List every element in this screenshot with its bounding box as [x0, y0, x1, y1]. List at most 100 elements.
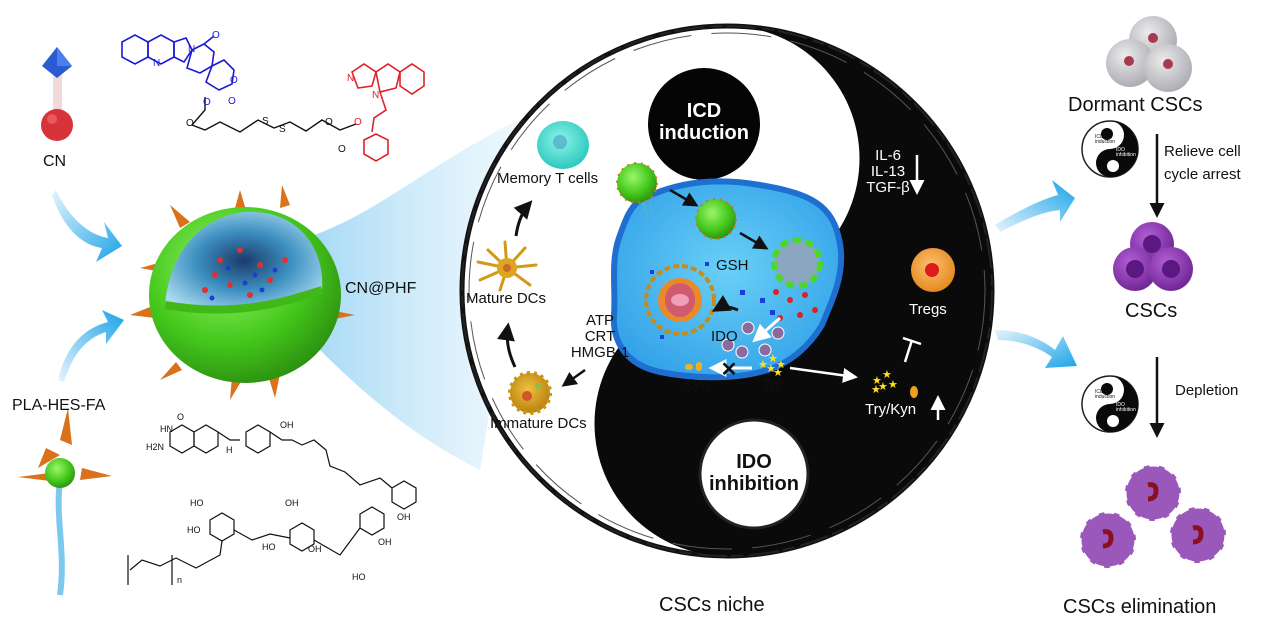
- cytokines-label: IL-6 IL-13 TGF-β: [860, 148, 916, 196]
- try-stars-icon: ★★★★★: [758, 352, 786, 379]
- np-binding-icon: [616, 162, 658, 221]
- cytokine-tgfb: TGF-β: [866, 179, 910, 196]
- mini1-ido-line2: inhibition: [1116, 152, 1136, 158]
- gsh-label: GSH: [716, 257, 749, 274]
- mini1-icd-label: ICD induction: [1095, 135, 1115, 145]
- linker-o1: O: [186, 118, 194, 129]
- camptothecin-n1: N: [153, 58, 161, 69]
- arrow-carrier-to-np-icon: [58, 310, 124, 382]
- niche-title: CSCs niche: [659, 594, 765, 616]
- pla-hes-fa-icon: [18, 408, 112, 596]
- blocked-x-icon: ✕: [721, 359, 738, 381]
- linker-s2: S: [279, 124, 286, 135]
- try-kyn-label: Try/Kyn: [865, 401, 917, 418]
- cytokine-il13: IL-13: [870, 163, 906, 180]
- linker-o2: O: [325, 117, 333, 128]
- arrow-mature-to-memory: [513, 200, 533, 237]
- camptothecin-structure: [121, 34, 235, 91]
- hes-ho3: HO: [262, 542, 276, 552]
- svg-text:★: ★: [872, 374, 882, 387]
- hes-oh1: OH: [285, 498, 299, 508]
- nlg919-structure: [351, 63, 425, 162]
- damp-crt: CRT: [584, 328, 616, 345]
- arrow-to-dormant-icon: [995, 180, 1075, 232]
- ido-enzymes: [721, 321, 785, 359]
- ido-label-line1: IDO: [736, 451, 772, 473]
- mini2-icd-line1: ICD: [1095, 389, 1104, 395]
- svg-text:★: ★: [776, 358, 786, 371]
- camptothecin-o4: O: [203, 97, 211, 108]
- folate-o1: O: [177, 412, 185, 422]
- mini-yin-yang-1: [1081, 120, 1139, 178]
- svg-text:★: ★: [871, 383, 881, 396]
- ido-inhibition-dot: [698, 418, 810, 530]
- nlg919-o: O: [354, 117, 362, 128]
- damp-hmgb1: HMGB-1: [570, 344, 630, 361]
- ido-label-line2: inhibition: [709, 473, 799, 495]
- cytokine-il6: IL-6: [875, 147, 901, 164]
- relieve-line2: cycle arrest: [1164, 166, 1241, 183]
- icd-induction-label: ICD induction: [648, 100, 760, 144]
- inhibit-tregs-icon: [902, 336, 922, 363]
- mini1-icd-line2: induction: [1095, 139, 1116, 145]
- linker-s1: S: [262, 116, 269, 127]
- tregs-icon: [911, 248, 955, 292]
- elimination-label: CSCs elimination: [1063, 596, 1217, 618]
- immature-dc-label: Immature DCs: [490, 415, 587, 432]
- camptothecin-o3: O: [228, 96, 236, 107]
- mini2-icd-label: ICD induction: [1095, 390, 1115, 400]
- dormant-cscs-icon: [1106, 16, 1192, 92]
- mini1-icd-line1: ICD: [1095, 134, 1104, 140]
- hes-oh3: OH: [397, 512, 411, 522]
- mini1-ido-label: IDO inhibition: [1116, 148, 1136, 158]
- np-disassembled-icon: [771, 237, 823, 289]
- svg-text:★: ★: [878, 380, 888, 393]
- relieve-label: Relieve cell cycle arrest: [1164, 140, 1241, 186]
- kyn-label: Kyn: [683, 376, 709, 393]
- damp-atp: ATP: [585, 312, 615, 329]
- camptothecin-o1: O: [212, 30, 220, 41]
- hes-ho4: HO: [352, 572, 366, 582]
- linker-o3: O: [338, 144, 346, 155]
- folate-oh: OH: [280, 420, 294, 430]
- arrow-to-cscs-icon: [995, 330, 1077, 368]
- mini-yin-yang-2: [1081, 375, 1139, 433]
- cscs-label: CSCs: [1125, 300, 1178, 322]
- kyn-icon: [685, 362, 702, 371]
- nlg919-n1: N: [347, 73, 355, 84]
- svg-text:★: ★: [882, 368, 892, 381]
- relieve-line1: Relieve cell: [1164, 143, 1241, 160]
- cn-phf-nanoparticle-icon: [130, 185, 355, 400]
- try-label: Try: [761, 376, 783, 393]
- tregs-label: Tregs: [909, 301, 947, 318]
- hes-oh2: OH: [308, 544, 322, 554]
- mature-dc-icon: [476, 240, 538, 292]
- depletion-label: Depletion: [1175, 382, 1239, 399]
- folate-hes-structure: [127, 424, 417, 585]
- cscs-icon: [1113, 222, 1193, 291]
- dormant-cscs-label: Dormant CSCs: [1068, 94, 1203, 116]
- disulfide-linker: [190, 97, 357, 133]
- svg-text:★: ★: [773, 366, 783, 379]
- mini2-ido-line2: inhibition: [1116, 407, 1136, 413]
- nanoparticle-label: CN@PHF: [345, 280, 417, 297]
- tumor-cell-icon: [610, 178, 845, 381]
- folate-hn: HN: [160, 424, 173, 434]
- hes-ho2: HO: [187, 525, 201, 535]
- nlg919-n2: N: [372, 90, 380, 101]
- mini2-icd-line2: induction: [1095, 394, 1116, 400]
- hes-ho1: HO: [190, 498, 204, 508]
- svg-text:★: ★: [768, 352, 778, 365]
- mature-dc-label: Mature DCs: [466, 290, 547, 307]
- icd-label-line2: induction: [659, 122, 749, 144]
- svg-text:★: ★: [758, 358, 768, 371]
- arrow-damps-to-immature: [561, 368, 586, 387]
- np-internalized-icon: [695, 198, 737, 240]
- carrier-label: PLA-HES-FA: [12, 397, 106, 414]
- mini1-ido-line1: IDO: [1116, 147, 1125, 153]
- folate-h2n: H2N: [146, 442, 165, 452]
- try-kyn-stars-icon: ★★★★★: [871, 368, 898, 396]
- hes-oh4: OH: [378, 537, 392, 547]
- drug-dots: [202, 247, 288, 298]
